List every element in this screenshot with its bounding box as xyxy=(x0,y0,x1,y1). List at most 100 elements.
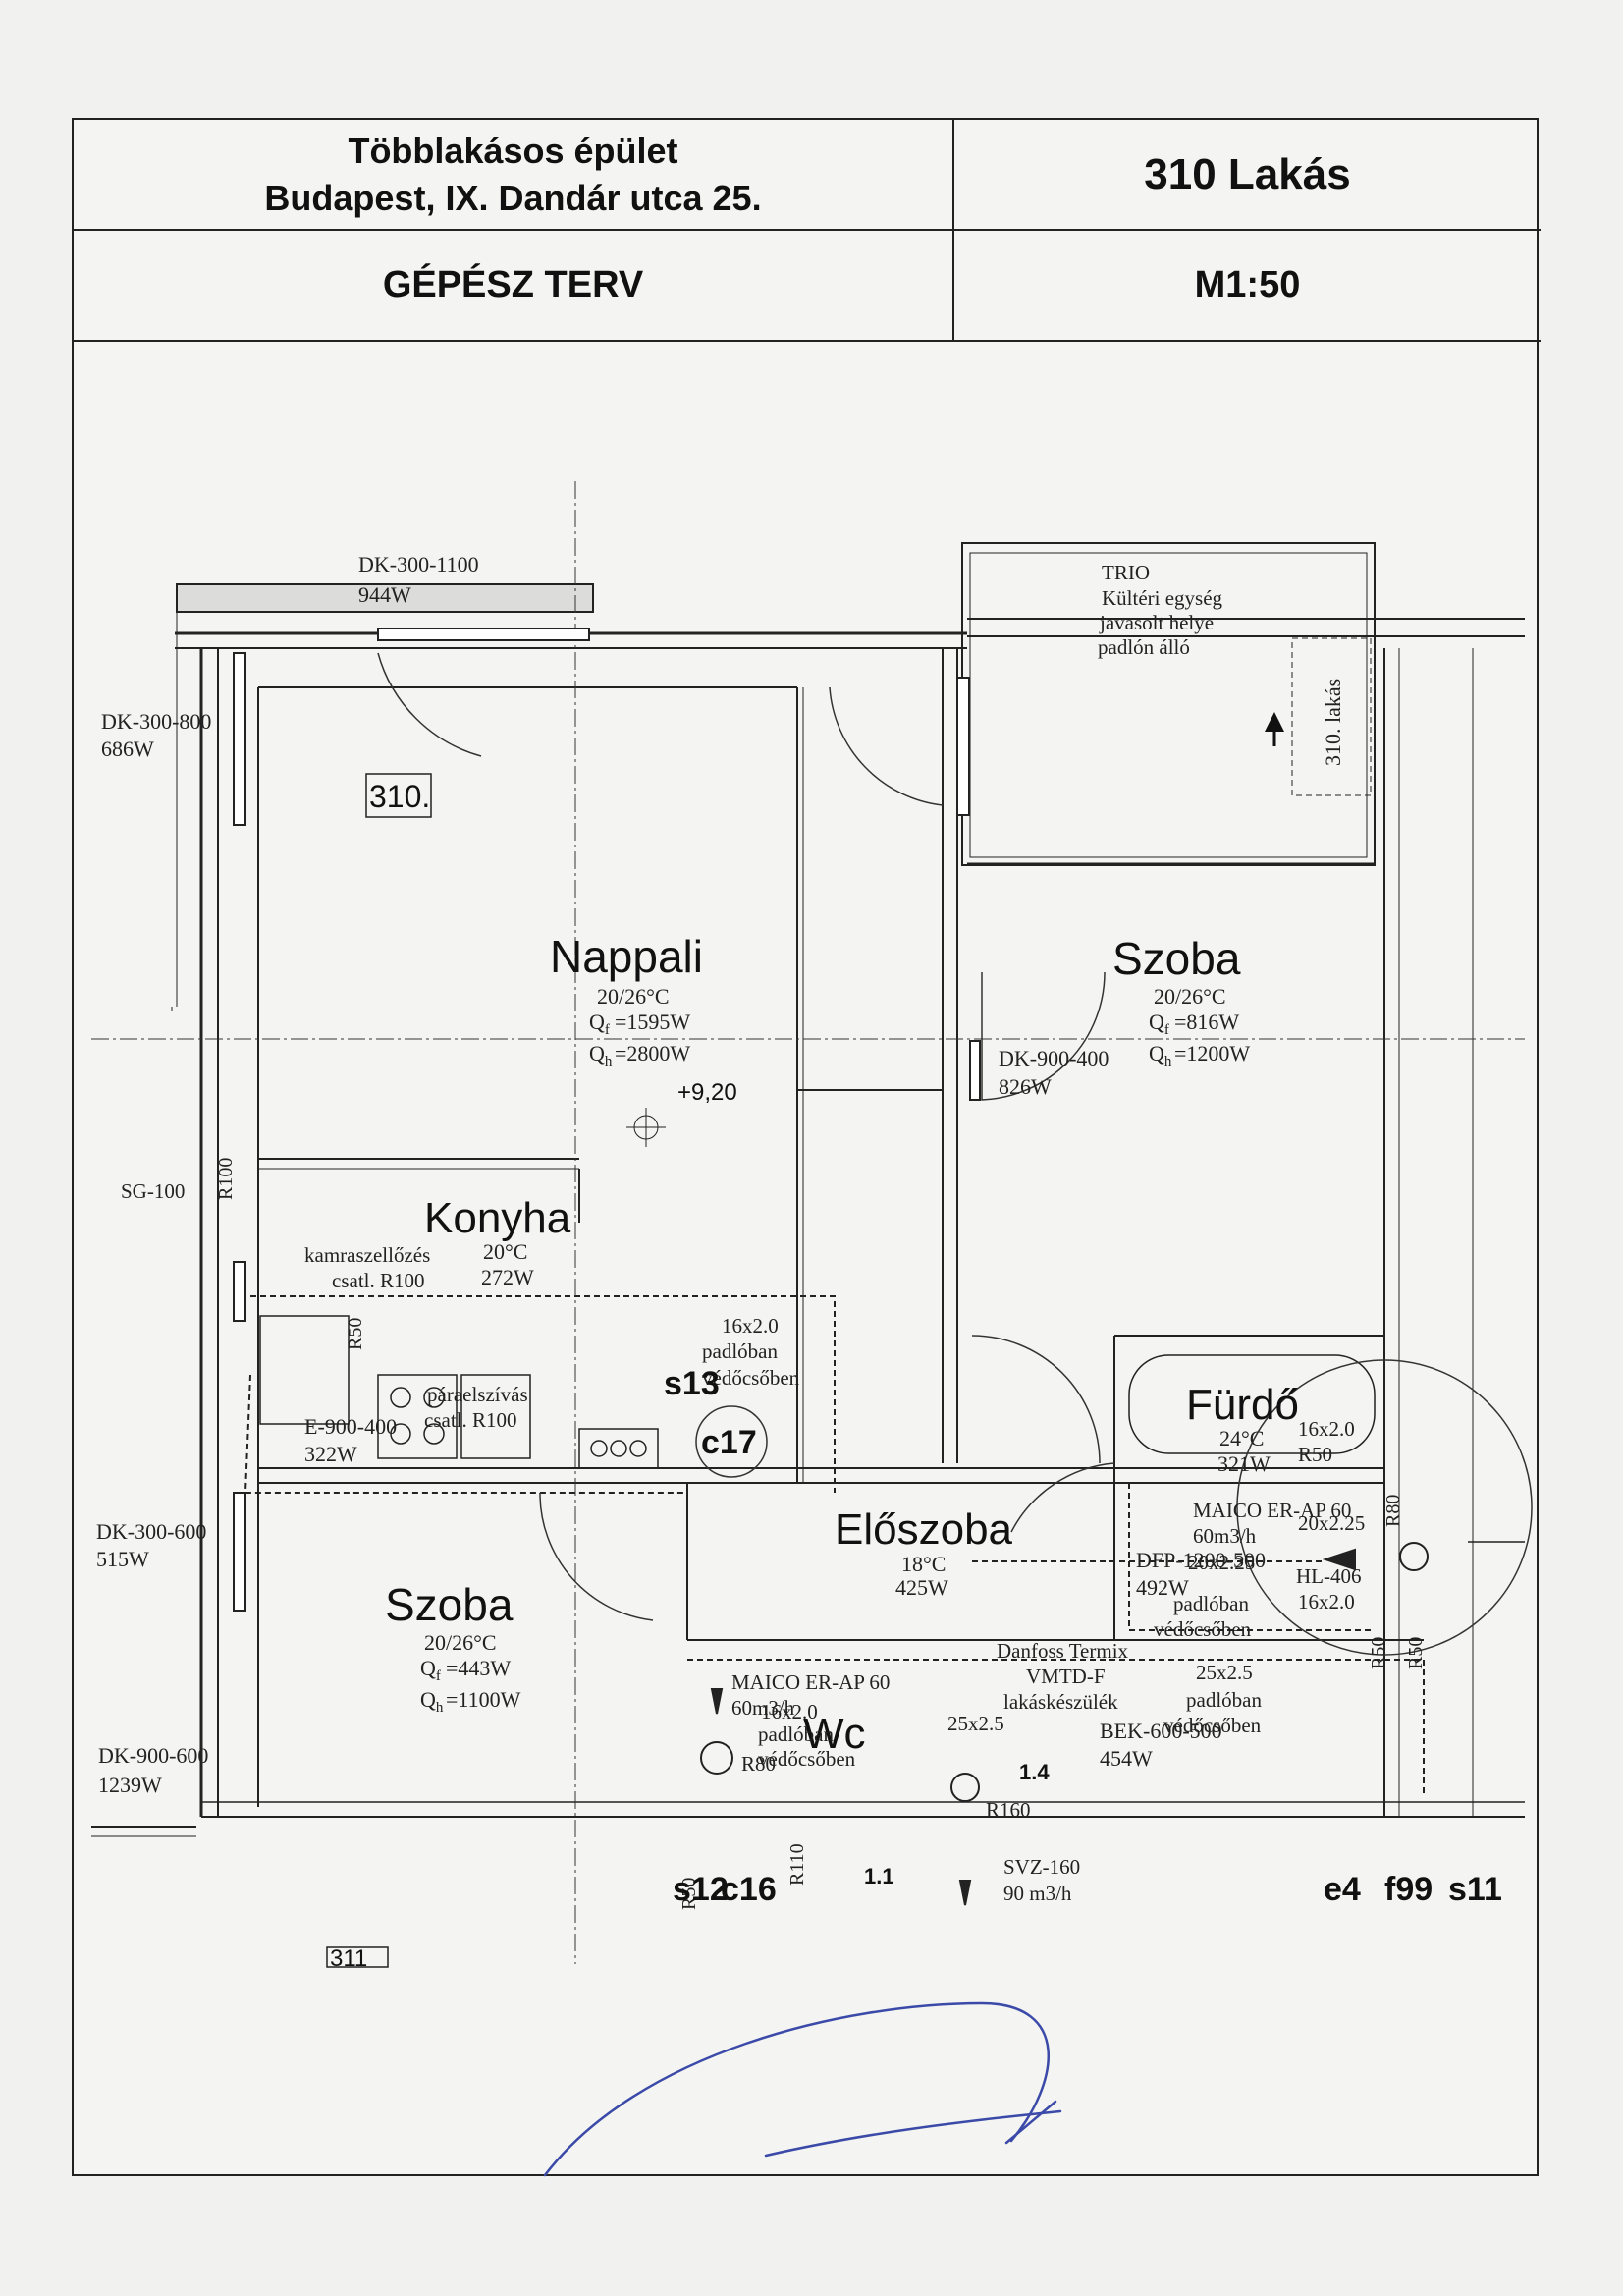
radiator-dk-300-1100-type: DK-300-1100 xyxy=(358,552,479,576)
room-labels: Nappali 20/26°C Qf =1595W Qh =2800W +9,2… xyxy=(385,931,1299,1758)
nappali-qh: =2800W xyxy=(615,1041,690,1066)
level-crosshair-icon xyxy=(626,1108,666,1147)
konyha-power: 272W xyxy=(481,1265,534,1289)
room-name-furdo: Fürdő xyxy=(1186,1381,1299,1429)
wc-r50: R50 xyxy=(678,1878,700,1910)
room-name-wc: Wc xyxy=(803,1710,866,1758)
furdo-power: 321W xyxy=(1217,1451,1271,1476)
danfoss-pipe-size: 25x2.5 xyxy=(947,1712,1004,1735)
tag-ring-c17 xyxy=(695,1405,768,1478)
nappali-temp: 20/26°C xyxy=(597,984,670,1009)
room-name-nappali: Nappali xyxy=(550,931,703,982)
wc-pipe-floor: padlóban xyxy=(758,1722,834,1746)
eloszoba-temp: 18°C xyxy=(901,1552,946,1576)
szoba-ne-temp: 20/26°C xyxy=(1154,984,1226,1009)
radiator-dk-900-600-type: DK-900-600 xyxy=(98,1743,208,1768)
apartment-lower-number: 311 xyxy=(330,1945,367,1972)
trio-suggested: javasolt helye xyxy=(1099,611,1214,634)
szoba-sw-qh-label: Qh xyxy=(420,1687,444,1716)
radiator-e-900-400-type: E-900-400 xyxy=(304,1414,397,1439)
szoba-ne-qh: =1200W xyxy=(1174,1041,1250,1066)
danfoss-model: VMTD-F xyxy=(1026,1665,1106,1688)
outdoor-unit-outline xyxy=(1291,637,1372,796)
tag-s13: s13 xyxy=(664,1365,720,1402)
room-name-eloszoba: Előszoba xyxy=(835,1505,1013,1554)
tag-e4: e4 xyxy=(1324,1871,1361,1908)
apartment-number: 310. xyxy=(369,779,430,814)
bath-pipe-size: 16x2.0 xyxy=(1298,1417,1355,1441)
kitchen-r50: R50 xyxy=(345,1318,366,1350)
radiator-dk-300-600-power: 515W xyxy=(96,1547,149,1571)
title-block: Többlakásos épület Budapest, IX. Dandár … xyxy=(74,120,1541,342)
apartment-number-box xyxy=(365,773,432,818)
bath-maico: MAICO ER-AP 60 xyxy=(1193,1499,1351,1522)
bath-airflow-arrow-icon xyxy=(1322,1548,1356,1571)
riser-fan-icon xyxy=(950,1773,980,1802)
equipment-notes: TRIO Kültéri egység javasolt helye padló… xyxy=(121,561,1427,1910)
apartment-lower-box xyxy=(326,1946,389,1968)
szoba-sw-qf: =443W xyxy=(446,1656,511,1680)
wc-airflow-arrow-icon xyxy=(710,1688,724,1715)
building-name: Többlakásos épület xyxy=(348,130,678,171)
door-swings xyxy=(377,652,1533,1656)
radiator-e-900-400-power: 322W xyxy=(304,1442,357,1466)
drawing-scale: M1:50 xyxy=(954,231,1541,342)
ventilation-fan-icons xyxy=(700,1542,1429,1906)
hall-pipe-sleeve: védőcsőben xyxy=(1154,1617,1252,1641)
east-pipe-size: 25x2.5 xyxy=(1196,1661,1253,1684)
szoba-ne-qf-label: Qf xyxy=(1149,1010,1169,1038)
radiator-dk-300-1100-power: 944W xyxy=(358,582,411,607)
szoba-sw-qh: =1100W xyxy=(446,1687,521,1712)
furdo-temp: 24°C xyxy=(1219,1426,1264,1450)
wc-r80: R80 xyxy=(741,1752,776,1776)
kitchen-pipe-sleeve: védőcsőben xyxy=(702,1366,800,1390)
bath-r50-a: R50 xyxy=(1368,1637,1389,1669)
nappali-qf-label: Qf xyxy=(589,1010,610,1038)
pantry-vent-2: csatl. R100 xyxy=(332,1269,425,1292)
wc-pipe-sleeve: védőcsőben xyxy=(758,1747,856,1771)
radiator-symbols xyxy=(233,628,981,1612)
radiator-dk-300-600-type: DK-300-600 xyxy=(96,1519,206,1544)
radiator-bek-power: 454W xyxy=(1100,1746,1153,1771)
hall-pipe-20: 20x2.25 xyxy=(1188,1551,1255,1574)
tag-c16: c16 xyxy=(721,1871,777,1908)
radiator-bek-type: BEK-600-500 xyxy=(1100,1719,1222,1743)
wc-maico-flow: 60m3/h xyxy=(731,1696,795,1720)
wc-pipe-size: 16x2.0 xyxy=(761,1700,818,1723)
wc-fan-icon xyxy=(700,1741,733,1775)
hall-pipe-floor: padlóban xyxy=(1173,1592,1249,1615)
szoba-sw-qf-label: Qf xyxy=(420,1656,441,1684)
sg-r100: R100 xyxy=(215,1158,237,1200)
walls xyxy=(91,542,1525,1837)
unit-number: 310 Lakás xyxy=(954,120,1541,231)
svz-flow: 90 m3/h xyxy=(1003,1882,1072,1905)
tag-f99: f99 xyxy=(1384,1871,1433,1908)
kitchen-pipe-size: 16x2.0 xyxy=(722,1314,779,1338)
riser-exhaust-arrow-icon xyxy=(958,1880,972,1906)
radiator-dk-300-800-type: DK-300-800 xyxy=(101,709,211,734)
radiator-dk-900-400-type: DK-900-400 xyxy=(999,1046,1109,1070)
kitchen-pipe-floor: padlóban xyxy=(702,1339,778,1363)
trio-floor-standing: padlón álló xyxy=(1098,635,1190,659)
trio-label: TRIO xyxy=(1102,561,1150,584)
east-pipe-floor: padlóban xyxy=(1186,1688,1262,1712)
bath-maico-flow: 60m3/h xyxy=(1193,1524,1257,1548)
project-cell: Többlakásos épület Budapest, IX. Dandár … xyxy=(74,120,954,231)
level-mark: +9,20 xyxy=(677,1079,737,1106)
radiator-dfp-type: DFP-1200-500 xyxy=(1136,1548,1266,1572)
bath-r50: R50 xyxy=(1298,1443,1332,1466)
radiator-labels: DK-300-1100 944W DK-300-800 686W DK-900-… xyxy=(96,552,1266,1797)
radiator-dk-900-400-power: 826W xyxy=(999,1074,1052,1099)
circuit-tags: s13 c17 s12 c16 e4 f99 s11 xyxy=(664,1365,1502,1908)
danfoss-unit: lakáskészülék xyxy=(1003,1690,1118,1714)
bath-pipe-20: 20x2.25 xyxy=(1298,1511,1365,1535)
hl-pipe-size: 16x2.0 xyxy=(1298,1590,1355,1613)
grid-axes xyxy=(91,481,1525,1964)
radiator-dk-300-800-power: 686W xyxy=(101,737,154,761)
hood-vent-1: páraelszívás xyxy=(427,1383,528,1406)
eloszoba-power: 425W xyxy=(895,1575,948,1600)
room-name-szoba-sw: Szoba xyxy=(385,1579,514,1630)
point-1-4: 1.4 xyxy=(1019,1760,1050,1784)
szoba-sw-temp: 20/26°C xyxy=(424,1630,497,1655)
